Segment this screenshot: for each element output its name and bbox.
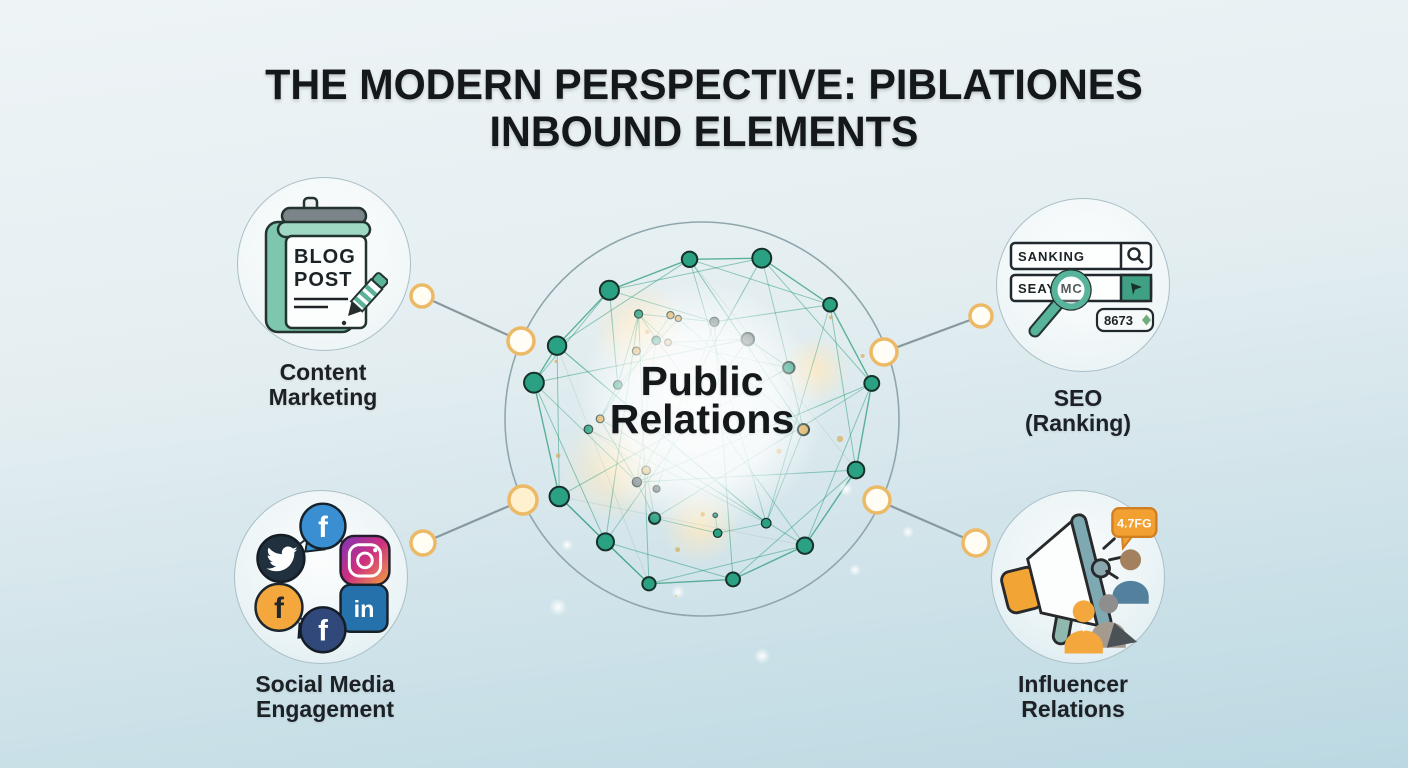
- search-bar-1: [1009, 241, 1153, 271]
- fountain-pen-icon: [348, 272, 388, 316]
- svg-text:in: in: [354, 596, 375, 622]
- svg-text:f: f: [274, 592, 284, 625]
- title-line-1: THE MODERN PERSPECTIVE: PIBLATIONES: [265, 61, 1143, 109]
- seo-label-2: (Ranking): [1024, 409, 1132, 436]
- connector-top-right: [883, 314, 982, 354]
- blog-post-icon: BLOG POST: [264, 196, 388, 334]
- hub-label-line-1: Public: [640, 358, 764, 404]
- linkedin-icon: in: [339, 583, 389, 633]
- connector-top-left: [421, 294, 522, 343]
- svg-text:f: f: [318, 511, 328, 544]
- blog-text-line-1: BLOG: [294, 246, 356, 268]
- hub-label-line-2: Relations: [609, 396, 795, 442]
- ink-drop: [341, 320, 347, 326]
- connector-bottom-left: [422, 498, 524, 545]
- page-title: THE MODERN PERSPECTIVE: PIBLATIONES INBO…: [28, 62, 1380, 156]
- svg-text:f: f: [318, 615, 328, 648]
- content-marketing-label-1: Content: [279, 359, 367, 385]
- hub-outline-circle: [504, 221, 900, 617]
- influencer-label-2: Relations: [1021, 695, 1125, 722]
- twitter-icon: [256, 533, 306, 584]
- rating-bubble: 4.7FG: [1111, 507, 1158, 551]
- search-ranking-icon: SANKING SEAY MC 8673: [1009, 241, 1155, 338]
- connector-lines: [421, 294, 982, 545]
- facebook-circle-icon: f: [254, 582, 304, 632]
- influencer-circle: 4.7FG: [991, 490, 1165, 664]
- title-line-2: INBOUND ELEMENTS: [489, 108, 919, 156]
- facebook-bubble-dark-icon: f: [297, 606, 347, 654]
- connector-bottom-right: [876, 498, 977, 545]
- blog-text-line-2: POST: [294, 269, 352, 291]
- cursor-glyph: [1131, 283, 1142, 295]
- social-media-circle: f in f f: [234, 490, 408, 664]
- audience-person-right: [1112, 549, 1149, 604]
- search-bar-2-text: SEAY MC: [1018, 281, 1083, 296]
- connector-rings: [409, 283, 994, 558]
- megaphone-icon: [1000, 513, 1113, 646]
- content-marketing-label-2: Marketing: [268, 383, 378, 410]
- magnifier-glyph-small: [1127, 247, 1144, 264]
- influencer-icon-group: 4.7FG: [1000, 507, 1158, 654]
- social-media-label-2: Engagement: [255, 695, 395, 722]
- seo-circle: SANKING SEAY MC 8673: [996, 198, 1170, 372]
- facebook-bubble-icon: f: [299, 502, 347, 553]
- social-media-label: Social Media Engagement: [210, 672, 440, 721]
- rating-bubble-text: 4.7FG: [1117, 516, 1151, 530]
- notepad-page: [284, 234, 368, 330]
- ranking-badge: [1095, 307, 1155, 333]
- hub-label: Public Relations: [552, 358, 852, 442]
- seo-label: SEO (Ranking): [963, 386, 1193, 435]
- seo-label-1: SEO: [1053, 385, 1103, 411]
- influencer-label: Influencer Relations: [958, 672, 1188, 721]
- audience-person-gray: [1091, 594, 1138, 648]
- influencer-label-1: Influencer: [1018, 671, 1128, 697]
- sparkle-diamond-icon: [1142, 314, 1151, 326]
- content-marketing-circle: BLOG POST: [237, 177, 411, 351]
- content-marketing-label: Content Marketing: [208, 360, 438, 409]
- sound-lines: [1102, 537, 1125, 580]
- magnifier-lens-large: [1028, 269, 1092, 338]
- white-sparkles: [549, 482, 914, 664]
- ranking-badge-text: 8673: [1104, 313, 1133, 328]
- center-glow: [575, 283, 825, 533]
- search-bar-1-text: SANKING: [1018, 249, 1085, 264]
- social-media-label-1: Social Media: [255, 671, 395, 697]
- audience-person-orange: [1064, 600, 1103, 654]
- instagram-icon: [339, 534, 391, 587]
- social-icons-cluster: f in f f: [254, 502, 391, 654]
